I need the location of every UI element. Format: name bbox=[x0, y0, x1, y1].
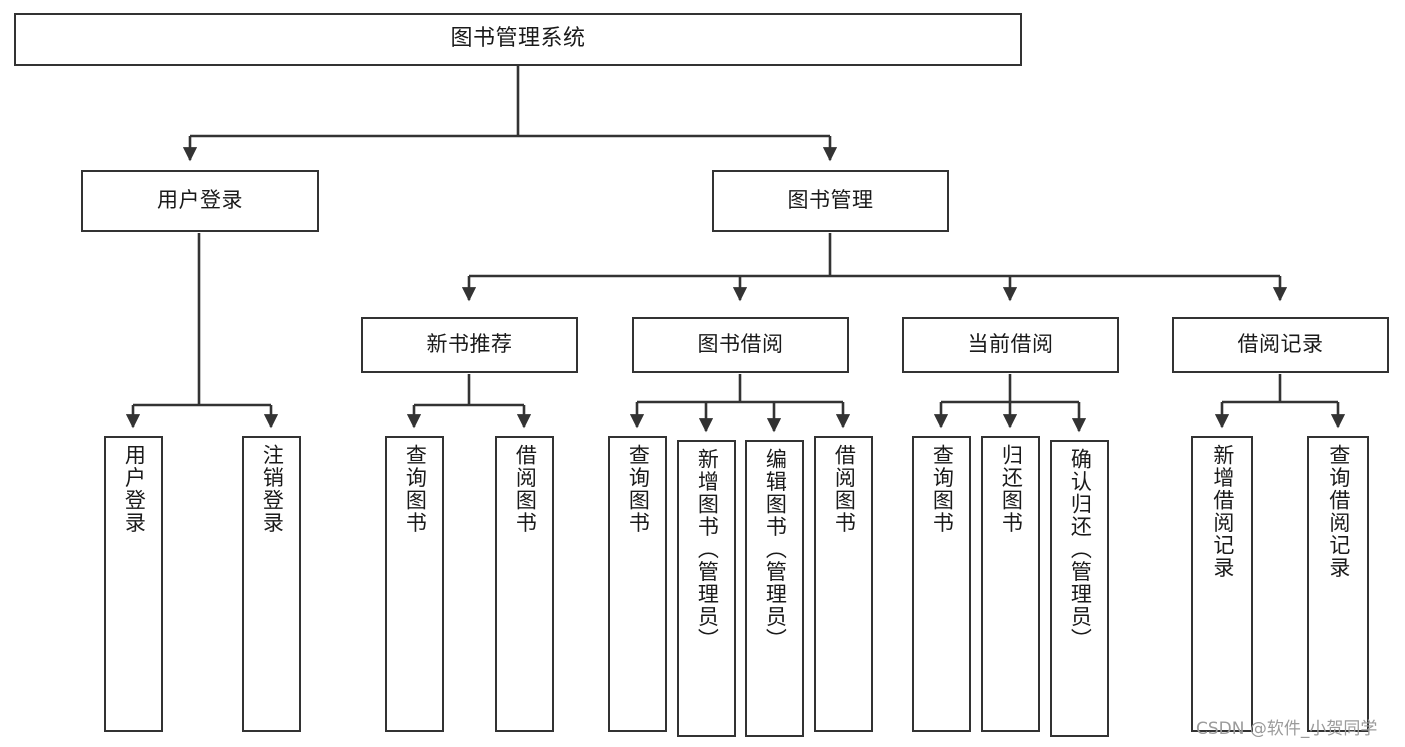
node-label: 注销登录 bbox=[260, 444, 285, 534]
node-label: 借阅图书 bbox=[832, 444, 857, 534]
node-label: 图书借阅 bbox=[697, 332, 784, 357]
node-label: 用户登录 bbox=[157, 188, 243, 213]
node-label: 新增图书（管理员） bbox=[695, 448, 720, 651]
node-label: 新增借阅记录 bbox=[1210, 444, 1235, 579]
leaf-bb-edit-book-admin[interactable]: 编辑图书（管理员） bbox=[745, 440, 804, 737]
node-label: 编辑图书（管理员） bbox=[763, 448, 788, 651]
node-label: 图书管理 bbox=[787, 188, 874, 213]
node-label: 确认归还（管理员） bbox=[1068, 448, 1093, 651]
node-label: 查询图书 bbox=[403, 444, 428, 534]
node-label: 新书推荐 bbox=[426, 332, 513, 357]
node-label: 查询借阅记录 bbox=[1326, 444, 1351, 579]
node-label: 查询图书 bbox=[626, 444, 651, 534]
leaf-user-login[interactable]: 用户登录 bbox=[104, 436, 163, 732]
node-book-borrow[interactable]: 图书借阅 bbox=[632, 317, 849, 373]
node-book-management[interactable]: 图书管理 bbox=[712, 170, 949, 232]
leaf-nbr-query-book[interactable]: 查询图书 bbox=[385, 436, 444, 732]
node-label: 查询图书 bbox=[930, 444, 955, 534]
node-user-login[interactable]: 用户登录 bbox=[81, 170, 319, 232]
node-root-library-system[interactable]: 图书管理系统 bbox=[14, 13, 1022, 66]
leaf-br-add-record[interactable]: 新增借阅记录 bbox=[1191, 436, 1253, 732]
leaf-cb-confirm-return-admin[interactable]: 确认归还（管理员） bbox=[1050, 440, 1109, 737]
node-current-borrow[interactable]: 当前借阅 bbox=[902, 317, 1119, 373]
leaf-bb-add-book-admin[interactable]: 新增图书（管理员） bbox=[677, 440, 736, 737]
leaf-bb-query-book[interactable]: 查询图书 bbox=[608, 436, 667, 732]
node-label: 归还图书 bbox=[999, 444, 1024, 534]
leaf-logout[interactable]: 注销登录 bbox=[242, 436, 301, 732]
leaf-cb-return-book[interactable]: 归还图书 bbox=[981, 436, 1040, 732]
node-borrow-record[interactable]: 借阅记录 bbox=[1172, 317, 1389, 373]
node-label: 当前借阅 bbox=[967, 332, 1054, 357]
leaf-bb-borrow-book[interactable]: 借阅图书 bbox=[814, 436, 873, 732]
node-label: 图书管理系统 bbox=[450, 26, 586, 52]
leaf-nbr-borrow-book[interactable]: 借阅图书 bbox=[495, 436, 554, 732]
csdn-watermark: CSDN @软件_小贺同学 bbox=[1196, 719, 1378, 739]
node-label: 借阅图书 bbox=[513, 444, 538, 534]
node-label: 用户登录 bbox=[122, 444, 147, 534]
leaf-br-query-record[interactable]: 查询借阅记录 bbox=[1307, 436, 1369, 732]
node-new-book-recommend[interactable]: 新书推荐 bbox=[361, 317, 578, 373]
leaf-cb-query-book[interactable]: 查询图书 bbox=[912, 436, 971, 732]
node-label: 借阅记录 bbox=[1237, 332, 1324, 357]
